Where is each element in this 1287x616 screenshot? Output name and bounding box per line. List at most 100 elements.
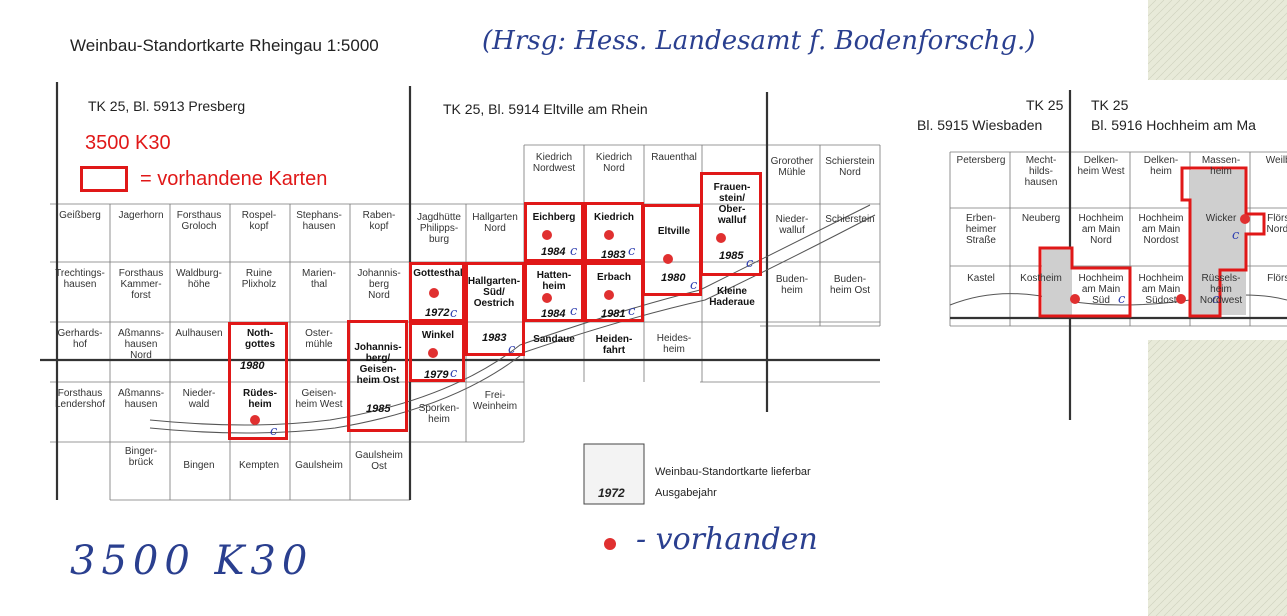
edition-year: 1980: [240, 360, 265, 372]
sheet-label: Hochheim am Main Südost: [1138, 273, 1184, 306]
available-dot: [428, 348, 438, 358]
sheet-header-hochheim-a: TK 25: [1091, 97, 1129, 113]
sheet-label-available: Frauen- stein/ Ober- walluf: [713, 182, 751, 226]
sheet-label: Frei- Weinheim: [472, 390, 518, 412]
sheet-label: Gaulsheim Ost: [355, 450, 403, 472]
sheet-label: Nieder- walluf: [775, 214, 809, 236]
sheet-label-available: Winkel: [421, 330, 455, 341]
frame-johannisberg: [347, 320, 408, 432]
check-mark-icon: c: [1232, 228, 1240, 243]
sheet-label: Jagerhorn: [118, 210, 164, 221]
sheet-label-available: Noth- gottes: [245, 328, 275, 350]
check-mark-icon: c: [628, 304, 636, 319]
sheet-label: Schierstein: [825, 214, 875, 225]
sheet-label: Rauenthal: [651, 152, 697, 163]
sheet-label: Heides- heim: [656, 333, 692, 355]
sheet-label: Wicker: [1205, 213, 1237, 224]
available-dot: [716, 233, 726, 243]
available-dot: [542, 293, 552, 303]
sheet-label: Hochheim am Main Nordost: [1138, 213, 1184, 246]
sheet-label-available: Eltville: [657, 226, 691, 237]
sheet-header-wiesbaden-b: Bl. 5915 Wiesbaden: [917, 117, 1043, 133]
available-dot: [1176, 294, 1186, 304]
sheet-label: Petersberg: [956, 155, 1006, 166]
sheet-label: Gaulsheim: [295, 460, 343, 471]
check-mark-icon: c: [690, 278, 698, 293]
sheet-label: Kempten: [238, 460, 280, 471]
edition-year: 1979: [424, 369, 449, 381]
available-dot: [1070, 294, 1080, 304]
frame-eichberg: [524, 202, 584, 262]
available-dot: [604, 290, 614, 300]
sheet-label: Grorother Mühle: [770, 156, 814, 178]
sheet-label: Kiedrich Nord: [595, 152, 633, 174]
edition-year: 1984: [541, 308, 566, 320]
edition-year: 1981: [601, 308, 626, 320]
frame-frauenstein: [700, 172, 762, 276]
handwritten-call-number: 3500 K30: [70, 538, 314, 584]
frame-gottesthal: [409, 262, 465, 322]
sheet-label: Erben- heimer Straße: [965, 213, 997, 246]
available-dot: [429, 288, 439, 298]
sheet-label: Jagdhütte Philipps- burg: [417, 212, 461, 245]
check-mark-icon: c: [628, 244, 636, 259]
sheet-label: Waldburg- höhe: [176, 268, 222, 290]
sheet-header-presberg: TK 25, Bl. 5913 Presberg: [88, 98, 246, 114]
sheet-label: Buden- heim Ost: [829, 274, 870, 296]
edition-year: 1985: [366, 403, 391, 415]
legend-box-year: 1972: [598, 486, 625, 500]
available-dot: [663, 254, 673, 264]
sheet-label: Geisen- heim West: [295, 388, 343, 410]
sheet-label: Stephans- hausen: [296, 210, 342, 232]
check-mark-icon: c: [746, 256, 754, 271]
sheet-label-available: Heiden- fahrt: [595, 334, 633, 356]
sheet-label: Geißberg: [59, 210, 101, 221]
legend-red-label: = vorhandene Karten: [140, 168, 328, 190]
handwritten-publisher-note: (Hrsg: Hess. Landesamt f. Bodenforschg.): [482, 26, 1036, 56]
sheet-label: Rospel- kopf: [241, 210, 277, 232]
available-dot: [250, 415, 260, 425]
sheet-label: Trechtings- hausen: [55, 268, 105, 290]
check-mark-icon: c: [270, 424, 278, 439]
sheet-label: Marien- thal: [302, 268, 336, 290]
sheet-label: Kostheim: [1020, 273, 1062, 284]
sheet-label: Flörsh Nordw: [1266, 213, 1287, 235]
sheet-label: Sporken- heim: [418, 403, 460, 425]
sheet-label-available: Eichberg: [532, 212, 576, 223]
check-mark-icon: c: [508, 342, 516, 357]
edition-year: 1972: [425, 307, 450, 319]
sheet-label-available: Hatten- heim: [536, 270, 572, 292]
sheet-header-eltville: TK 25, Bl. 5914 Eltville am Rhein: [443, 101, 648, 117]
available-dot: [604, 230, 614, 240]
sheet-label: Kastel: [967, 273, 995, 284]
sheet-label: Aßmanns- hausen: [117, 388, 165, 410]
legend-code: 3500 K30: [85, 132, 171, 154]
sheet-label-available: Gottesthal: [413, 268, 463, 279]
sheet-label: Massen- heim: [1201, 155, 1241, 177]
check-mark-icon: c: [1118, 292, 1126, 307]
sheet-label: Binger- brück: [124, 446, 158, 468]
sheet-label: Gerhards- hof: [57, 328, 103, 350]
sheet-label: Neuberg: [1021, 213, 1061, 224]
sheet-label: Aßmanns- hausen Nord: [117, 328, 165, 361]
dot-legend-label: - vorhanden: [636, 522, 818, 557]
sheet-header-hochheim-b: Bl. 5916 Hochheim am Ma: [1091, 117, 1256, 133]
edition-year: 1983: [601, 249, 626, 261]
sheet-label: Bingen: [183, 460, 215, 471]
sheet-label-available: Rüdes- heim: [243, 388, 277, 410]
edition-year: 1983: [482, 332, 507, 344]
sheet-label: Weilba: [1265, 155, 1287, 166]
sheet-label: Rüssels- heim Nordwest: [1199, 273, 1243, 306]
sheet-header-wiesbaden-a: TK 25: [1026, 97, 1064, 113]
sheet-label-available: Kiedrich: [593, 212, 634, 223]
sheet-label: Nieder- wald: [182, 388, 216, 410]
legend-box-line2: Ausgabejahr: [655, 487, 717, 499]
frame-nothgottes-ruedesheim: [228, 322, 288, 440]
edition-year: 1984: [541, 246, 566, 258]
sheet-label-available: Sandaue: [533, 334, 575, 345]
edition-year: 1985: [719, 250, 744, 262]
available-dot: [542, 230, 552, 240]
sheet-label-available: Kleine Haderaue: [709, 286, 755, 308]
sheet-label: Flörsh: [1267, 273, 1287, 284]
sheet-label: Kiedrich Nordwest: [532, 152, 576, 174]
